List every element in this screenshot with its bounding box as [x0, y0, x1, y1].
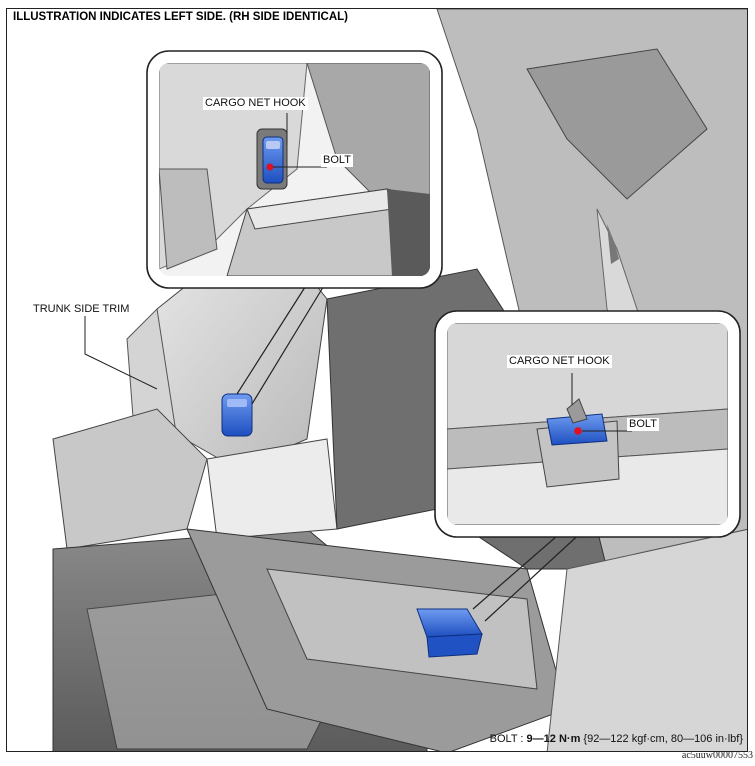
illustration-header: ILLUSTRATION INDICATES LEFT SIDE. (RH SI…: [7, 9, 354, 27]
inset-detail-upper: [146, 50, 443, 289]
bolt-marker-lower: [574, 427, 582, 435]
illustration-frame: ILLUSTRATION INDICATES LEFT SIDE. (RH SI…: [6, 8, 748, 752]
torque-detail: {92—122 kgf·cm, 80—106 in·lbf}: [580, 733, 743, 745]
bolt-label-upper: BOLT: [321, 154, 353, 167]
figure-code: ac5uuw00007553: [681, 750, 753, 761]
torque-value: 9—12 N·m: [526, 733, 581, 745]
torque-spec: BOLT : 9—12 N·m {92—122 kgf·cm, 80—106 i…: [490, 733, 743, 745]
torque-spec-prefix: BOLT :: [489, 733, 527, 745]
trunk-scene-illustration: [7, 9, 747, 751]
bolt-marker-upper: [266, 163, 274, 171]
cargo-net-hook-label-lower: CARGO NET HOOK: [507, 355, 612, 368]
trunk-side-trim-label: TRUNK SIDE TRIM: [31, 303, 132, 316]
cargo-net-hook-label-upper: CARGO NET HOOK: [203, 97, 308, 110]
inset-detail-lower: [434, 310, 741, 538]
bolt-label-lower: BOLT: [627, 418, 659, 431]
